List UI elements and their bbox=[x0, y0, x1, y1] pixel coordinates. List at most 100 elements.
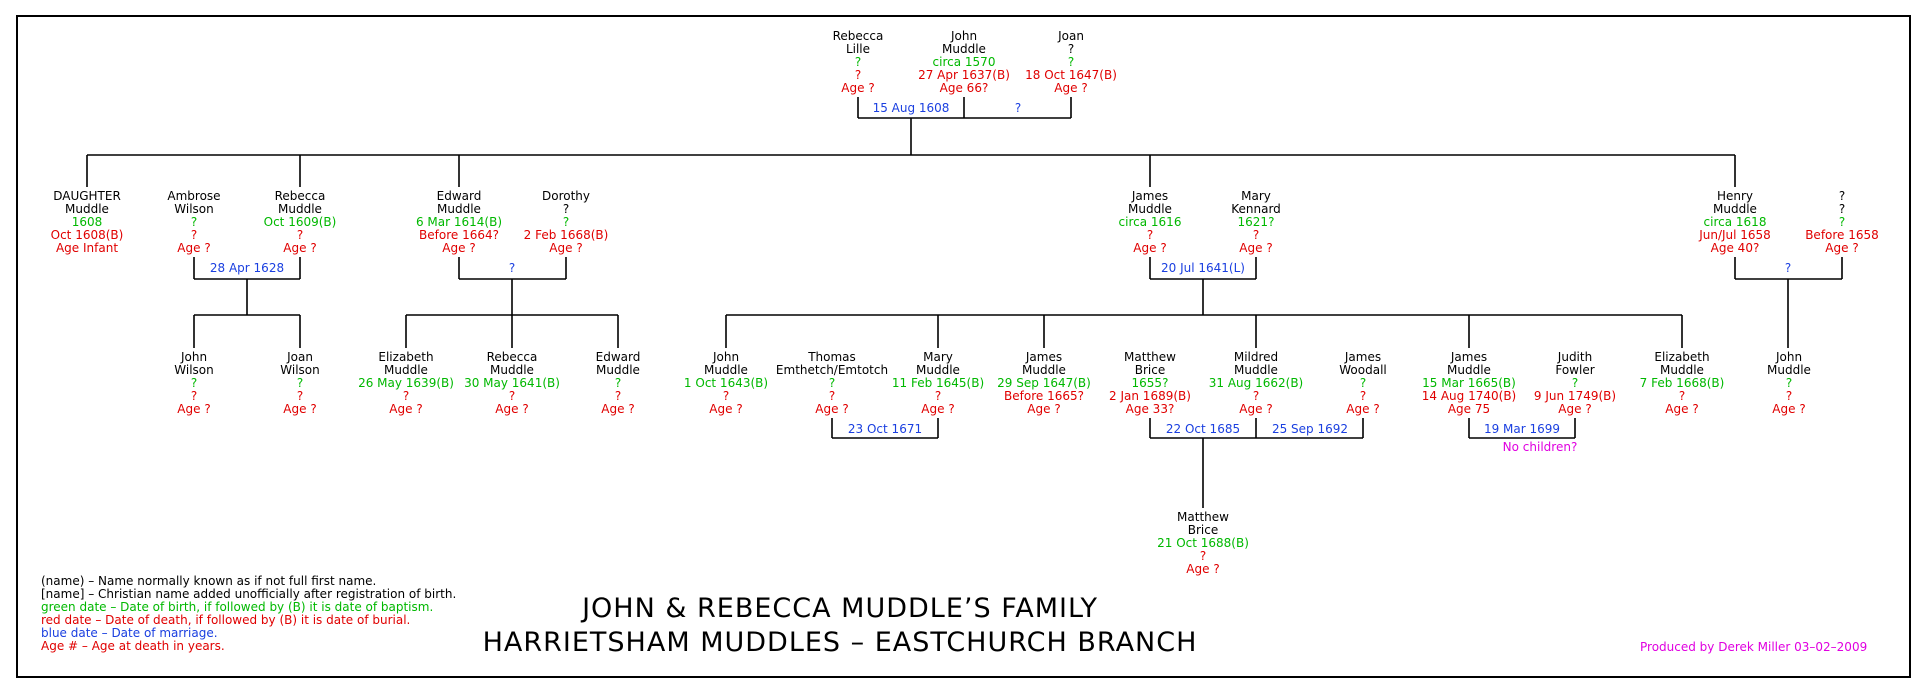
person-birth-date: 15 Mar 1665(B) bbox=[1422, 376, 1516, 390]
person-age: Age ? bbox=[1558, 402, 1592, 416]
person-birth-date: ? bbox=[854, 55, 862, 69]
legend-line: blue date – Date of marriage. bbox=[41, 626, 218, 640]
person-death-date: ? bbox=[854, 68, 862, 82]
person-birth-date: ? bbox=[1359, 376, 1367, 390]
person-death-date: ? bbox=[296, 389, 304, 403]
person-name-last: Wilson bbox=[174, 202, 214, 216]
person-name-last: Wilson bbox=[174, 363, 214, 377]
person-birth-date: ? bbox=[828, 376, 836, 390]
person-death-date: ? bbox=[1359, 389, 1367, 403]
person-birth-date: 6 Mar 1614(B) bbox=[415, 215, 503, 229]
person-age: Age ? bbox=[709, 402, 743, 416]
chart-title: JOHN & REBECCA MUDDLE’S FAMILY bbox=[582, 593, 1098, 624]
person-name-first: Rebecca bbox=[274, 189, 326, 203]
person-name-first: Edward bbox=[595, 350, 641, 364]
person-death-date: ? bbox=[508, 389, 516, 403]
marriage-date-rebecca-john: 15 Aug 1608 bbox=[872, 101, 950, 115]
person-death-date: ? bbox=[402, 389, 410, 403]
person-name-last: Woodall bbox=[1339, 363, 1387, 377]
person-name-last: Fowler bbox=[1555, 363, 1595, 377]
person-age: Age ? bbox=[1133, 241, 1167, 255]
legend-line: (name) – Name normally known as if not f… bbox=[41, 574, 377, 588]
marriage-date-matthew-mildred: 22 Oct 1685 bbox=[1165, 422, 1241, 436]
person-name-last: Muddle bbox=[942, 42, 986, 56]
person-name-last: Muddle bbox=[1660, 363, 1704, 377]
person-name-first: John bbox=[180, 350, 208, 364]
person-age: Age ? bbox=[841, 81, 875, 95]
person-name-first: John bbox=[1775, 350, 1803, 364]
person-birth-date: ? bbox=[296, 376, 304, 390]
person-name-first: Mary bbox=[923, 350, 953, 364]
person-name-first: John bbox=[712, 350, 740, 364]
person-death-date: 14 Aug 1740(B) bbox=[1421, 389, 1517, 403]
person-age: Age ? bbox=[1027, 402, 1061, 416]
person-birth-date: 31 Aug 1662(B) bbox=[1208, 376, 1304, 390]
person-name-last: Muddle bbox=[1022, 363, 1066, 377]
person-age: Age ? bbox=[1825, 241, 1859, 255]
person-death-date: ? bbox=[828, 389, 836, 403]
person-death-date: Before 1664? bbox=[419, 228, 499, 242]
person-birth-date: ? bbox=[190, 376, 198, 390]
person-name-first: James bbox=[1344, 350, 1382, 364]
person-name-last: Muddle bbox=[1128, 202, 1172, 216]
person-age: Age ? bbox=[177, 402, 211, 416]
person-name-last: ? bbox=[562, 202, 570, 216]
person-birth-date: ? bbox=[1785, 376, 1793, 390]
person-name-first: James bbox=[1131, 189, 1169, 203]
person-name-first: Judith bbox=[1557, 350, 1593, 364]
person-death-date: ? bbox=[1252, 228, 1260, 242]
person-death-date: ? bbox=[1146, 228, 1154, 242]
person-age: Age ? bbox=[1186, 562, 1220, 576]
person-name-last: Lille bbox=[845, 42, 871, 56]
person-age: Age ? bbox=[1772, 402, 1806, 416]
person-name-last: Muddle bbox=[278, 202, 322, 216]
person-birth-date: 1655? bbox=[1131, 376, 1169, 390]
person-name-last: Muddle bbox=[65, 202, 109, 216]
credit-text: Produced by Derek Miller 03–02–2009 bbox=[1640, 640, 1868, 654]
person-death-date: ? bbox=[934, 389, 942, 403]
person-name-last: Muddle bbox=[596, 363, 640, 377]
person-birth-date: ? bbox=[614, 376, 622, 390]
person-name-last: Wilson bbox=[280, 363, 320, 377]
person-name-last: Muddle bbox=[1767, 363, 1811, 377]
person-age: Age 40? bbox=[1710, 241, 1760, 255]
person-birth-date: ? bbox=[1838, 215, 1846, 229]
person-age: Age ? bbox=[1239, 241, 1273, 255]
person-death-date: ? bbox=[190, 389, 198, 403]
marriage-date-ambrose-rebecca: 28 Apr 1628 bbox=[209, 261, 285, 275]
person-death-date: ? bbox=[296, 228, 304, 242]
person-name-first: Dorothy bbox=[541, 189, 590, 203]
legend-line: [name] – Christian name added unofficial… bbox=[41, 587, 457, 601]
person-age: Age ? bbox=[815, 402, 849, 416]
person-death-date: 9 Jun 1749(B) bbox=[1533, 389, 1617, 403]
person-death-date: 27 Apr 1637(B) bbox=[918, 68, 1010, 82]
person-birth-date: circa 1616 bbox=[1118, 215, 1182, 229]
person-age: Age ? bbox=[1346, 402, 1380, 416]
person-name-first: Rebecca bbox=[486, 350, 538, 364]
person-age: Age 75 bbox=[1447, 402, 1491, 416]
person-age: Age ? bbox=[1054, 81, 1088, 95]
person-death-date: ? bbox=[1252, 389, 1260, 403]
person-name-first: Matthew bbox=[1124, 350, 1176, 364]
person-age: Age 66? bbox=[939, 81, 989, 95]
person-birth-date: 29 Sep 1647(B) bbox=[997, 376, 1091, 390]
person-birth-date: ? bbox=[562, 215, 570, 229]
person-name-last: Emthetch/Emtotch bbox=[775, 363, 889, 377]
person-age: Age ? bbox=[283, 241, 317, 255]
person-name-first: Henry bbox=[1716, 189, 1754, 203]
person-birth-date: 1608 bbox=[71, 215, 103, 229]
person-birth-date: Oct 1609(B) bbox=[263, 215, 337, 229]
person-birth-date: 21 Oct 1688(B) bbox=[1157, 536, 1249, 550]
